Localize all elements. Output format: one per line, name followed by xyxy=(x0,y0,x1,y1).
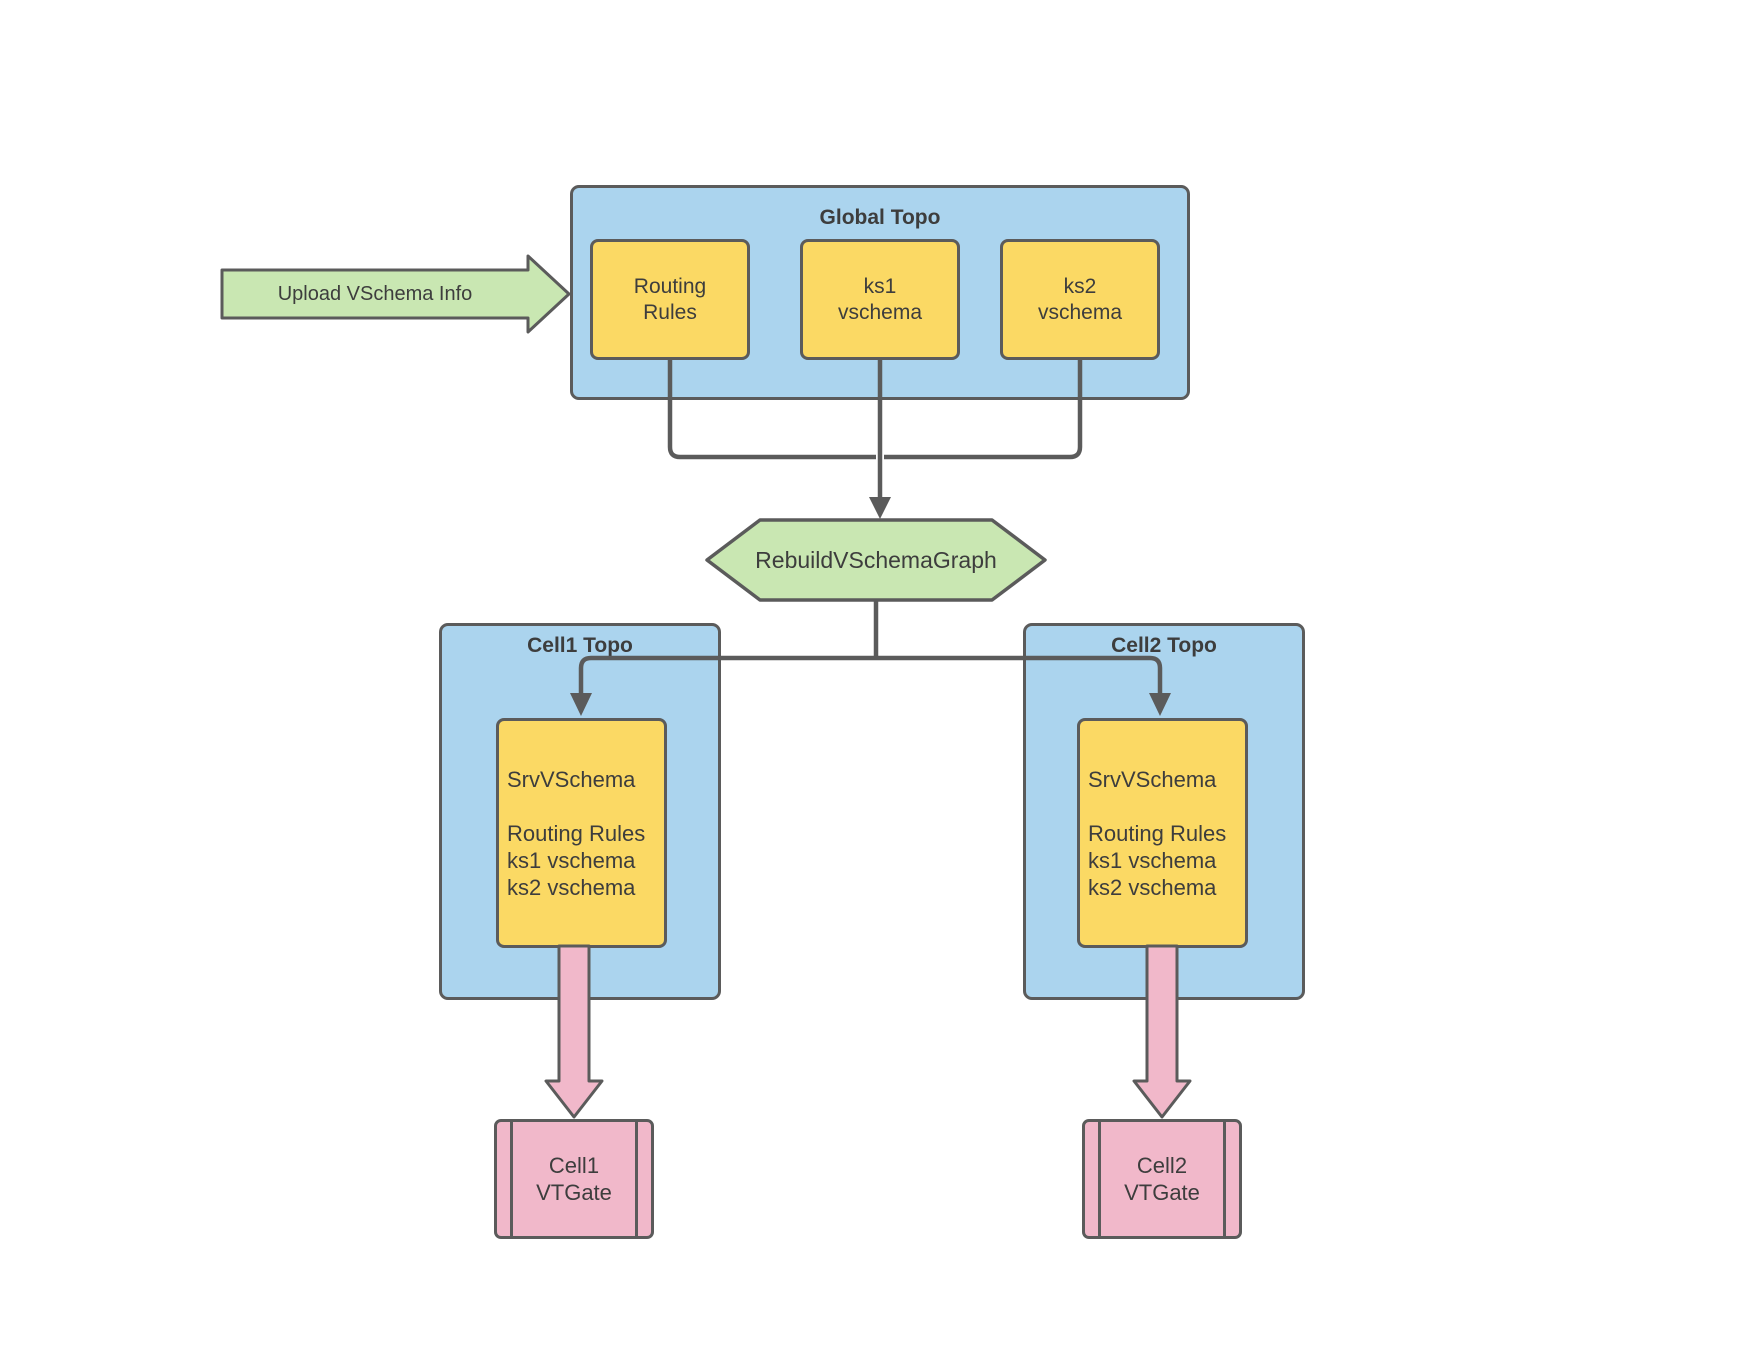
vtgate-side-bar xyxy=(1223,1122,1226,1236)
ks1-vschema-node: ks1 vschema xyxy=(800,239,960,360)
cell2-vtgate-box: Cell2 VTGate xyxy=(1082,1119,1242,1239)
upload-vschema-arrow xyxy=(220,254,571,334)
cell1-vtgate-box: Cell1 VTGate xyxy=(494,1119,654,1239)
cell2-srvvschema-node: SrvVSchema Routing Rules ks1 vschema ks2… xyxy=(1077,718,1248,948)
ks2-vschema-node: ks2 vschema xyxy=(1000,239,1160,360)
ks2-vschema-label: ks2 vschema xyxy=(1037,274,1123,324)
rebuild-vschemagraph-hexagon xyxy=(705,518,1047,602)
vtgate-side-bar xyxy=(510,1122,513,1236)
cell2-srvvschema-label: SrvVSchema Routing Rules ks1 vschema ks2… xyxy=(1088,766,1227,900)
cell1-topo-title: Cell1 Topo xyxy=(527,634,633,657)
vtgate-side-bar xyxy=(1098,1122,1101,1236)
routing-rules-node: Routing Rules xyxy=(590,239,750,360)
cell1-vtgate-label: Cell1 VTGate xyxy=(536,1153,612,1205)
rebuild-vschemagraph-label: RebuildVSchemaGraph xyxy=(755,546,997,573)
ks1-vschema-label: ks1 vschema xyxy=(837,274,923,324)
vtgate-side-bar xyxy=(635,1122,638,1236)
global-topo-title: Global Topo xyxy=(819,206,941,229)
cell1-srvvschema-node: SrvVSchema Routing Rules ks1 vschema ks2… xyxy=(496,718,667,948)
upload-vschema-label: Upload VSchema Info xyxy=(277,282,473,305)
routing-rules-label: Routing Rules xyxy=(633,274,707,324)
down-arrowhead xyxy=(869,497,891,519)
cell1-srvvschema-label: SrvVSchema Routing Rules ks1 vschema ks2… xyxy=(507,766,646,900)
cell2-topo-title: Cell2 Topo xyxy=(1111,634,1217,657)
cell2-vtgate-label: Cell2 VTGate xyxy=(1124,1153,1200,1205)
